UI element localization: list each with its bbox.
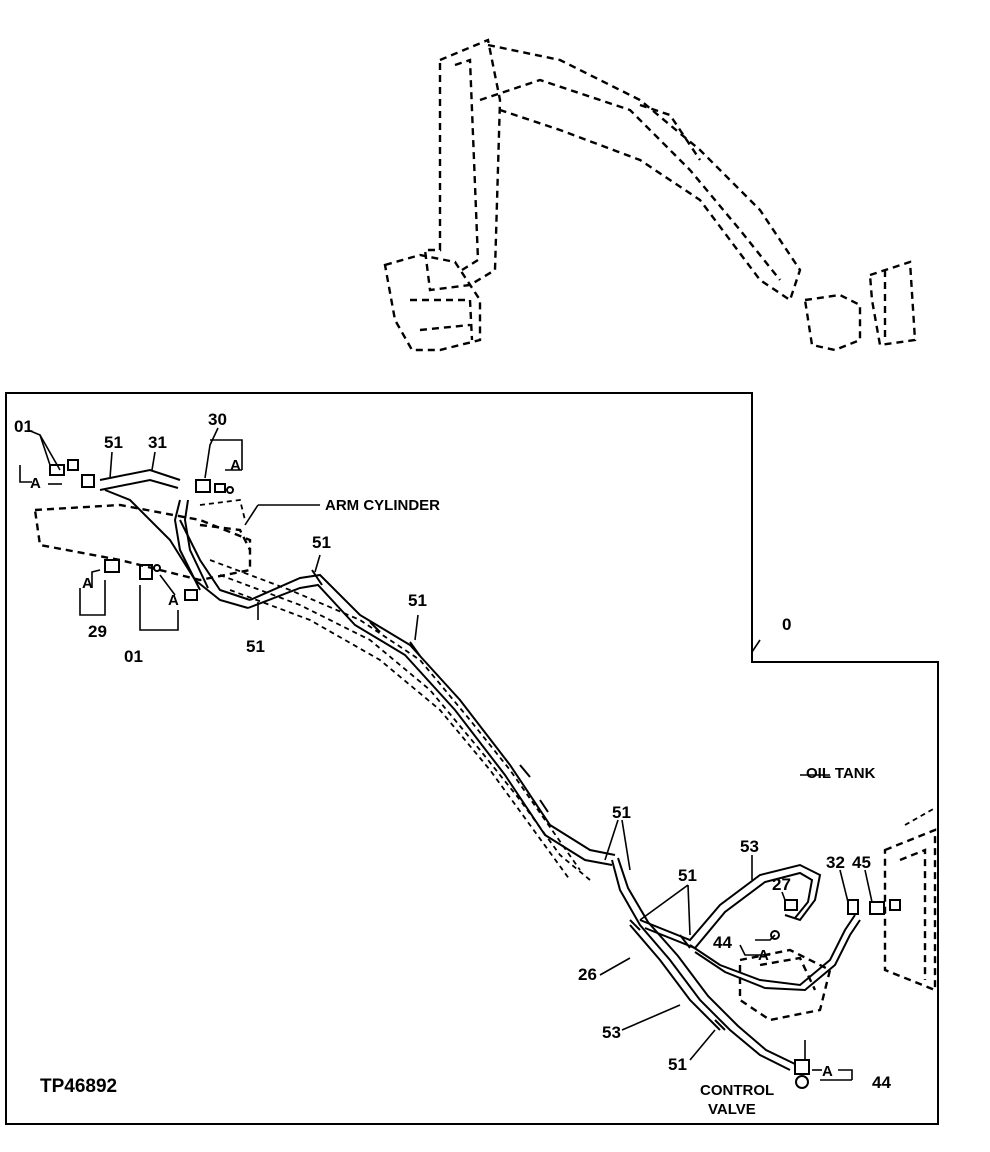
callout-51-top: 51 bbox=[104, 433, 123, 452]
callout-0: 0 bbox=[782, 615, 791, 634]
callout-27: 27 bbox=[772, 875, 791, 894]
fittings-top-left bbox=[49, 459, 234, 601]
callout-45: 45 bbox=[852, 853, 871, 872]
hose-bundle bbox=[104, 489, 616, 881]
label-oil-tank: OIL TANK bbox=[806, 765, 876, 782]
callout-51-upper-mid: 51 bbox=[312, 533, 331, 552]
callout-51-right-upper: 51 bbox=[612, 803, 631, 822]
callout-44-upper: 44 bbox=[713, 933, 732, 952]
callout-51-mid: 51 bbox=[408, 591, 427, 610]
excavator-silhouette bbox=[383, 38, 917, 352]
figure-id: TP46892 bbox=[40, 1076, 117, 1097]
callout-44-lower: 44 bbox=[872, 1073, 891, 1092]
hoses-right bbox=[611, 857, 901, 1089]
callout-01-top: 01 bbox=[14, 417, 33, 436]
callout-a-mid-lower: A bbox=[168, 592, 179, 609]
callout-a-left-lower: A bbox=[82, 575, 93, 592]
oil-tank-outline bbox=[883, 807, 937, 992]
callout-51-lower-right: 51 bbox=[668, 1055, 687, 1074]
callout-26: 26 bbox=[578, 965, 597, 984]
callout-a-right-lower: A bbox=[822, 1063, 833, 1080]
callout-01-bottom: 01 bbox=[124, 647, 143, 666]
callout-labels: 01 51 31 30 A A A A 29 01 51 51 51 0 ARM… bbox=[14, 410, 891, 1118]
leader-lines bbox=[19, 427, 873, 1081]
callout-32: 32 bbox=[826, 853, 845, 872]
callout-29: 29 bbox=[88, 622, 107, 641]
callout-30: 30 bbox=[208, 410, 227, 429]
label-arm-cylinder: ARM CYLINDER bbox=[325, 497, 440, 514]
callout-a-top-left: A bbox=[30, 475, 41, 492]
label-control-valve-line1: CONTROL bbox=[700, 1082, 774, 1099]
callout-31: 31 bbox=[148, 433, 167, 452]
callout-51-lower-left: 51 bbox=[246, 637, 265, 656]
control-valve-outline bbox=[738, 948, 832, 1022]
callout-a-right-mid: A bbox=[758, 947, 769, 964]
callout-53-upper: 53 bbox=[740, 837, 759, 856]
callout-a-top-right: A bbox=[230, 457, 241, 474]
callout-51-right-mid: 51 bbox=[678, 866, 697, 885]
arm-cylinder-outline bbox=[33, 499, 252, 582]
hose-31 bbox=[99, 468, 209, 591]
callout-53-lower: 53 bbox=[602, 1023, 621, 1042]
diagram-frame bbox=[5, 392, 939, 1125]
label-control-valve-line2: VALVE bbox=[708, 1101, 756, 1118]
